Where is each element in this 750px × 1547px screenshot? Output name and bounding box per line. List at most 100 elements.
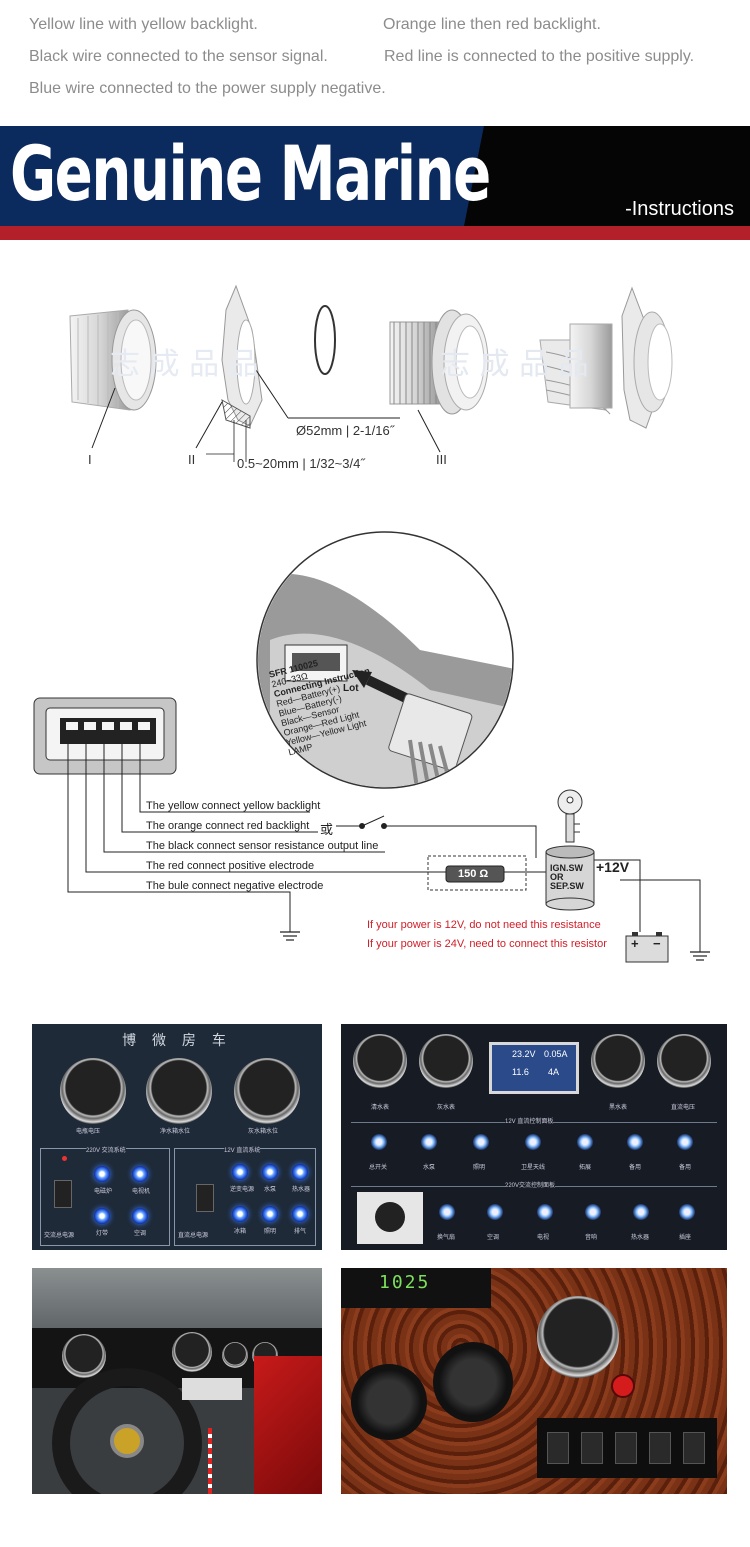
- photo4-display-panel: [341, 1268, 491, 1308]
- panel1-dc-label-2: 水泵: [264, 1187, 277, 1193]
- panel1-ac-label-3: 灯带: [96, 1231, 109, 1237]
- photo-rv-panel-1: 博 微 房 车 电瓶电压 净水箱水位 灰水箱水位 220V 交流系统 12V 直…: [32, 1024, 322, 1250]
- wire-label-black: The black connect sensor resistance outp…: [146, 840, 379, 852]
- ignition-switch-label: IGN.SW OR SEP.SW: [550, 863, 584, 891]
- photo4-switch-1: [547, 1432, 569, 1464]
- panel1-led-dc-1: [232, 1164, 248, 1180]
- panel2-btn-8: [439, 1204, 455, 1220]
- panel2-btn-4: [525, 1134, 541, 1150]
- photo4-switch-5: [683, 1432, 705, 1464]
- banner-red-stripe: [0, 226, 750, 240]
- diameter-label: Ø52mm | 2-1/16˝: [296, 423, 395, 438]
- switch-contact-1: [359, 823, 365, 829]
- panel2-gauge-2: [419, 1034, 473, 1088]
- panel1-dc-label-3: 热水器: [292, 1187, 311, 1193]
- photo4-knob-1: [351, 1364, 427, 1440]
- note-yellow-line: Yellow line with yellow backlight.: [29, 16, 258, 33]
- panel2-btn-10: [537, 1204, 553, 1220]
- note-blue-wire: Blue wire connected to the power supply …: [29, 80, 386, 97]
- panel2-btn-2: [421, 1134, 437, 1150]
- panel2-btn-5: [577, 1134, 593, 1150]
- nut-part-i: [69, 309, 157, 411]
- panel1-led-dc-5: [262, 1206, 278, 1222]
- panel1-gauge-label-1: 电瓶电压: [76, 1129, 101, 1135]
- panel2-gauge-label-3: 黑水表: [609, 1105, 628, 1111]
- panel1-ac-label-4: 空调: [134, 1231, 147, 1237]
- wire-yellow: [139, 744, 310, 813]
- panel1-ac-indicator: [62, 1156, 67, 1161]
- panel1-led-dc-4: [232, 1206, 248, 1222]
- leader-part-ii: [195, 401, 223, 449]
- brand-banner: Genuine Marine -Instructions: [0, 126, 750, 240]
- panel2-row1-label-4: 卫星天线: [521, 1165, 546, 1171]
- panel2-lcd-value-3: 11.6: [512, 1067, 529, 1077]
- panel1-ac-label-2: 电视机: [132, 1189, 151, 1195]
- label-part-i: I: [88, 452, 92, 467]
- wire-label-yellow: The yellow connect yellow backlight: [146, 800, 321, 812]
- photo4-gauge: [537, 1296, 619, 1378]
- note-12v: If your power is 12V, do not need this r…: [367, 919, 601, 931]
- panel1-dc-label-1: 逆变电源: [230, 1187, 255, 1193]
- panel1-dc-label-4: 冰箱: [234, 1229, 247, 1235]
- photo3-gauge-1: [62, 1334, 106, 1378]
- wire-blue: [67, 744, 291, 932]
- wire-ground-2: [620, 879, 701, 952]
- wire-ignition: [384, 825, 537, 858]
- photo3-gauge-3: [222, 1342, 248, 1368]
- photo4-switch-2: [581, 1432, 603, 1464]
- panel2-row2-label-6: 插座: [679, 1235, 692, 1241]
- panel1-gauge-label-3: 灰水箱水位: [248, 1129, 279, 1135]
- panel1-led-ac-3: [94, 1208, 110, 1224]
- panel1-led-dc-2: [262, 1164, 278, 1180]
- wire-label-orange: The orange connect red backlight: [146, 820, 310, 832]
- panel1-led-ac-1: [94, 1166, 110, 1182]
- leader-diameter: [255, 369, 289, 419]
- panel1-gauge-2: [146, 1058, 212, 1124]
- panel2-btn-6: [627, 1134, 643, 1150]
- panel2-gauge-label-1: 清水表: [371, 1105, 390, 1111]
- panel2-row2-label-5: 热水器: [631, 1235, 650, 1241]
- label-part-iii: III: [436, 452, 447, 467]
- photo3-gauge-2: [172, 1332, 212, 1372]
- photo4-red-button: [611, 1374, 635, 1398]
- panel2-lcd: 23.2V 0.05A 11.6 4A: [489, 1042, 579, 1094]
- panel1-gauge-3: [234, 1058, 300, 1124]
- note-24v: If your power is 24V, need to connect th…: [367, 938, 607, 950]
- panel2-row2-label-3: 电视: [537, 1235, 550, 1241]
- panel1-dc-label-5: 照明: [264, 1229, 277, 1235]
- panel2-rotary-switch: [357, 1192, 423, 1244]
- panel1-dc-rocker: [196, 1184, 214, 1212]
- photo4-switch-row: [537, 1418, 717, 1478]
- ground-symbol-2: [690, 951, 710, 961]
- thickness-label: 0.5~20mm | 1/32~3/4˝: [237, 456, 365, 471]
- panel1-ac-title: 220V 交流系统: [86, 1145, 126, 1154]
- panel2-section-1: 12V 直流控制面板: [505, 1116, 554, 1125]
- wiring-diagram: [33, 531, 710, 963]
- resistor-value: 150 Ω: [458, 868, 489, 880]
- note-orange-line: Orange line then red backlight.: [383, 16, 601, 33]
- panel2-row1-label-2: 水泵: [423, 1165, 436, 1171]
- panel2-btn-9: [487, 1204, 503, 1220]
- wire-orange: [121, 744, 318, 833]
- photo3-red-cover: [254, 1356, 322, 1494]
- photo4-switch-3: [615, 1432, 637, 1464]
- battery-plus: +: [631, 936, 639, 951]
- panel2-row2-label-2: 空调: [487, 1235, 500, 1241]
- panel2-row1-label-3: 照明: [473, 1165, 486, 1171]
- panel-part-ii: [221, 284, 263, 429]
- panel2-gauge-label-2: 灰水表: [437, 1105, 456, 1111]
- panel2-lcd-value-4: 4A: [548, 1067, 560, 1077]
- panel2-gauge-1: [353, 1034, 407, 1088]
- panel2-lcd-value-1: 23.2V: [512, 1049, 536, 1059]
- photo-boat-dashboard: [32, 1268, 322, 1494]
- watermark-1: 志 成 品 品: [440, 347, 589, 382]
- key-icon: [557, 789, 583, 843]
- panel1-dc-switch-label: 直流总电源: [178, 1233, 209, 1239]
- wire-red: [85, 744, 548, 873]
- back-label-lot: Lot: [343, 683, 359, 694]
- panel1-dc-title: 12V 直流系统: [224, 1145, 261, 1154]
- panel1-ac-rocker: [54, 1180, 72, 1208]
- panel2-btn-13: [679, 1204, 695, 1220]
- panel1-led-dc-3: [292, 1164, 308, 1180]
- o-ring: [314, 305, 336, 375]
